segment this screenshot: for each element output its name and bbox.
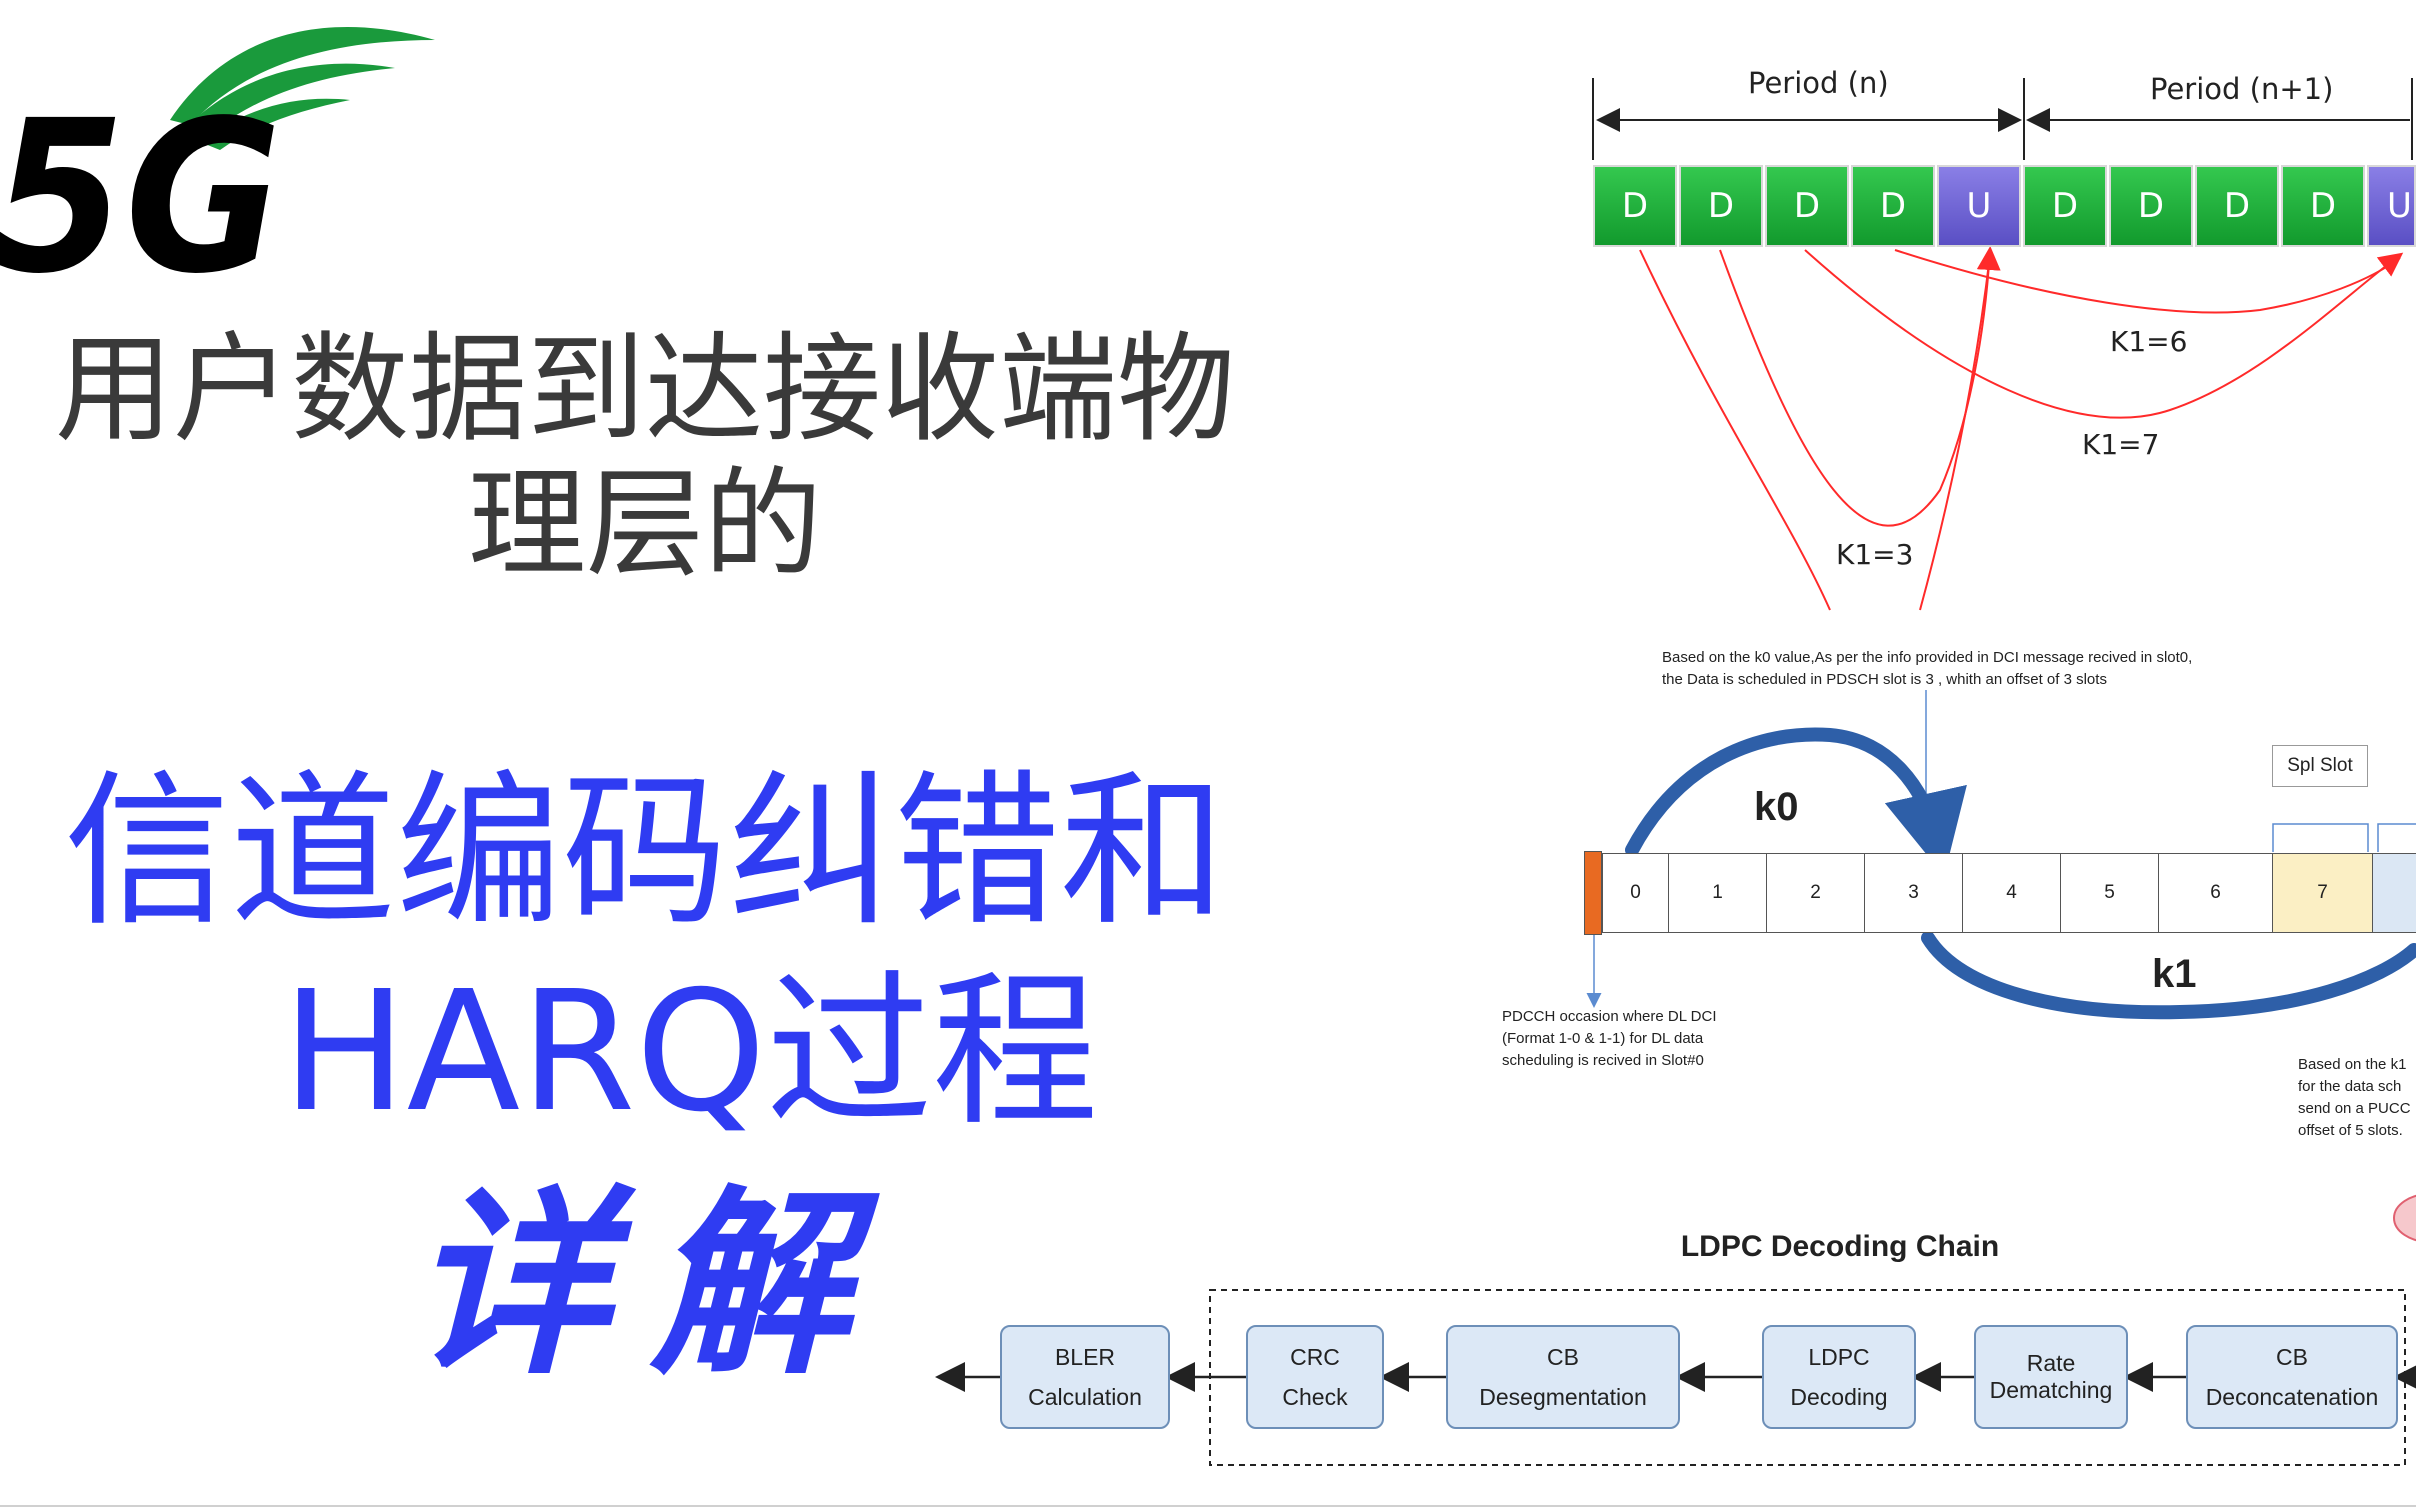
- bottom-divider: [0, 1505, 2416, 1507]
- slot-cell: 2: [1766, 853, 1864, 933]
- chain-block-line1: LDPC: [1808, 1343, 1870, 1370]
- k1-label: K1=7: [2082, 428, 2160, 461]
- tdd-slot: D: [2195, 165, 2279, 247]
- pdcch-note: PDCCH occasion where DL DCI (Format 1-0 …: [1502, 1008, 1717, 1069]
- spl-slot-bracket: [2272, 823, 2416, 852]
- k0-label: k0: [1754, 785, 1799, 829]
- k1-note: Based on the k1 for the data sch send on…: [2298, 1056, 2411, 1139]
- tdd-slot: U: [1937, 165, 2021, 247]
- tdd-slot: D: [1851, 165, 1935, 247]
- spl-slot-text: Spl Slot: [2287, 755, 2353, 776]
- k1-label-big: k1: [2152, 952, 2197, 996]
- slot-cell: 1: [1668, 853, 1766, 933]
- title-line-2: 理层的: [467, 455, 822, 593]
- chain-block-line2: Deconcatenation: [2205, 1383, 2379, 1410]
- slot-cell: 0: [1602, 853, 1668, 933]
- tdd-slot: D: [1593, 165, 1677, 247]
- 5g-logo: 5G: [0, 26, 435, 320]
- tdd-slot: D: [2023, 165, 2107, 247]
- title-script: 详解: [410, 1167, 891, 1402]
- chain-block-line2: Check: [1282, 1383, 1348, 1410]
- 5g-logo-text: 5G: [0, 75, 282, 290]
- title-line-1: 用户数据到达接收端物: [54, 320, 1235, 458]
- tdd-slot: D: [2281, 165, 2365, 247]
- pdcch-marker: [1584, 851, 1602, 935]
- chain-block-rate-dematching: Rate Dematching: [1974, 1325, 2128, 1429]
- slot-cell-partial: [2372, 853, 2416, 933]
- chain-block-bler: BLER Calculation: [1000, 1325, 1170, 1429]
- tdd-slot: D: [1679, 165, 1763, 247]
- chain-block-line1: Rate: [2026, 1350, 2076, 1376]
- slot-cell: 6: [2158, 853, 2272, 933]
- chain-block-line1: CB: [1547, 1343, 1579, 1370]
- chain-block-crc: CRC Check: [1246, 1325, 1384, 1429]
- tdd-slot: D: [2109, 165, 2193, 247]
- tdd-slot: U: [2367, 165, 2416, 247]
- chain-block-line1: CRC: [1290, 1343, 1340, 1370]
- slot-cell: 5: [2060, 853, 2158, 933]
- tdd-slot: D: [1765, 165, 1849, 247]
- k0-note: Based on the k0 value,As per the info pr…: [1662, 649, 2193, 688]
- chain-title: LDPC Decoding Chain: [1680, 1230, 2000, 1263]
- chain-block-line1: CB: [2276, 1343, 2308, 1370]
- slot-cell: 7: [2272, 853, 2372, 933]
- chain-block-line1: BLER: [1054, 1343, 1116, 1370]
- chain-block-line2: Desegmentation: [1479, 1383, 1647, 1410]
- slot-cell: 4: [1962, 853, 2060, 933]
- k1-label: K1=3: [1836, 538, 1914, 571]
- title-blue-line-2: HARQ过程: [281, 956, 1099, 1149]
- chain-block-line2: Dematching: [1989, 1377, 2113, 1403]
- chain-block-deconcatenation: CB Deconcatenation: [2186, 1325, 2398, 1429]
- chain-block-line2: Calculation: [1028, 1383, 1142, 1410]
- chain-block-line2: Decoding: [1790, 1383, 1888, 1410]
- period-n1-label: Period (n+1): [2150, 72, 2334, 106]
- chain-block-desegmentation: CB Desegmentation: [1446, 1325, 1680, 1429]
- spl-slot-label: Spl Slot: [2272, 745, 2368, 787]
- k1-label: K1=6: [2110, 325, 2188, 358]
- title-blue-line-1: 信道编码纠错和: [64, 756, 1226, 949]
- slot-cell: 3: [1864, 853, 1962, 933]
- chain-block-ldpc: LDPC Decoding: [1762, 1325, 1916, 1429]
- period-n-label: Period (n): [1748, 66, 1889, 100]
